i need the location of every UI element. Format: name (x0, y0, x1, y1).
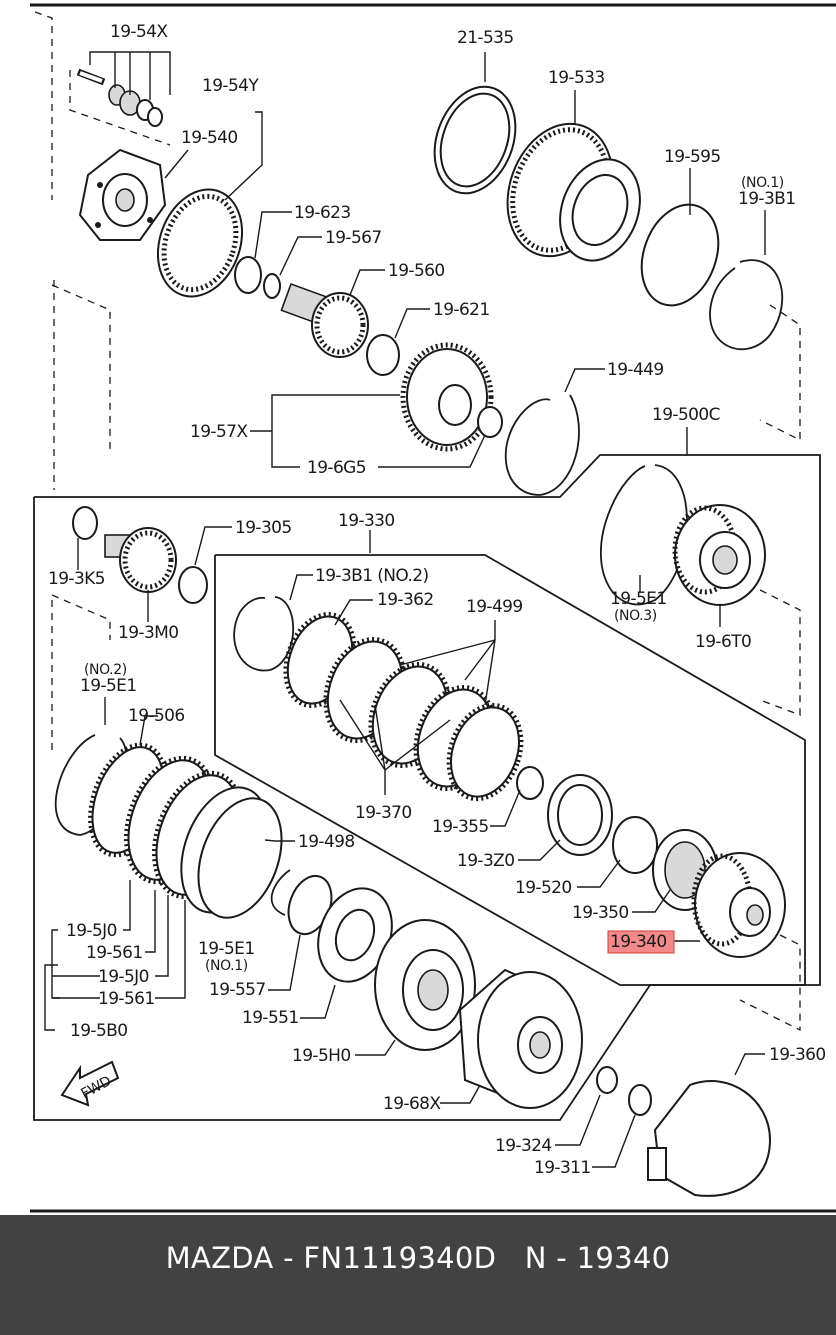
label-19-3B1-top: 19-3B1 (738, 189, 795, 209)
part-19-6T0 (672, 504, 766, 606)
part-labels: 19-54X 19-54Y 19-540 21-535 19-533 19-59… (48, 22, 826, 1178)
part-19-360 (647, 1080, 772, 1197)
label-19-595: 19-595 (664, 147, 721, 167)
part-19-3B1-no2 (233, 596, 295, 672)
part-19-324 (596, 1066, 618, 1094)
part-19-5E1-no1 (270, 869, 291, 916)
label-19-623: 19-623 (294, 203, 351, 223)
label-19-68X: 19-68X (383, 1094, 441, 1114)
label-no1-bottom: (NO.1) (205, 958, 248, 974)
assembly-outline (33, 454, 821, 1121)
label-19-540: 19-540 (181, 128, 238, 148)
part-19-54Y-ring (156, 188, 244, 298)
part-19-355 (516, 766, 544, 800)
label-19-3M0: 19-3M0 (118, 623, 178, 643)
label-19-54Y: 19-54Y (202, 76, 259, 96)
footer-bar: MAZDA - FN1119340D N - 19340 (0, 1215, 836, 1335)
parts-exploded-diagram: 19-54X 19-54Y 19-540 21-535 19-533 19-59… (30, 3, 836, 1213)
label-19-561-b: 19-561 (98, 989, 155, 1009)
label-19-533: 19-533 (548, 68, 605, 88)
fwd-arrow-icon (60, 1060, 120, 1107)
label-19-6G5: 19-6G5 (307, 458, 366, 478)
label-19-350: 19-350 (572, 903, 629, 923)
part-19-6G5 (477, 406, 503, 438)
label-19-54X: 19-54X (110, 22, 168, 42)
label-19-5B0: 19-5B0 (70, 1021, 127, 1041)
label-19-561-a: 19-561 (86, 943, 143, 963)
part-19-520 (612, 816, 658, 874)
label-19-370: 19-370 (355, 803, 412, 823)
label-19-567: 19-567 (325, 228, 382, 248)
label-19-5E1-right: 19-5E1 (610, 589, 667, 609)
part-19-623 (234, 256, 262, 294)
label-19-621: 19-621 (433, 300, 490, 320)
label-19-330: 19-330 (338, 511, 395, 531)
footer-part-number: MAZDA - FN1119340D N - 19340 (165, 1241, 671, 1275)
part-19-57X (400, 342, 494, 452)
part-19-540 (78, 148, 167, 241)
label-no1-top: (NO.1) (741, 175, 784, 191)
label-19-3K5: 19-3K5 (48, 569, 105, 589)
part-19-5E1-no3 (600, 464, 688, 606)
part-21-535 (433, 85, 517, 195)
part-19-533 (506, 122, 641, 262)
label-no3: (NO.3) (614, 608, 657, 624)
label-19-6T0: 19-6T0 (695, 632, 751, 652)
highlight-19-340 (607, 930, 675, 954)
label-19-305: 19-305 (235, 518, 292, 538)
label-19-3B1-no2: 19-3B1 (NO.2) (315, 566, 429, 586)
label-19-498: 19-498 (298, 832, 355, 852)
label-19-57X: 19-57X (190, 422, 248, 442)
part-19-551 (317, 887, 393, 983)
label-19-5J0-b: 19-5J0 (98, 967, 149, 987)
part-19-3Z0 (547, 774, 613, 856)
label-19-499: 19-499 (466, 597, 523, 617)
part-19-362-plates (283, 611, 524, 802)
part-19-3K5 (72, 506, 98, 540)
part-19-3B1-no1 (709, 259, 784, 351)
label-19-5E1-left: 19-5E1 (80, 676, 137, 696)
label-19-3Z0: 19-3Z0 (457, 851, 514, 871)
parts (54, 68, 786, 1197)
label-19-5J0-a: 19-5J0 (66, 921, 117, 941)
part-19-449 (504, 394, 580, 496)
part-19-68X (458, 968, 583, 1109)
label-19-5H0: 19-5H0 (292, 1046, 351, 1066)
part-19-595 (640, 203, 720, 307)
part-19-5H0 (374, 919, 476, 1051)
label-19-324: 19-324 (495, 1136, 552, 1156)
label-19-5E1-no1: 19-5E1 (198, 939, 255, 959)
label-no2-left: (NO.2) (84, 662, 127, 678)
part-19-621 (366, 334, 400, 376)
label-19-557: 19-557 (209, 980, 266, 1000)
label-19-500C: 19-500C (652, 405, 720, 425)
label-19-506: 19-506 (128, 706, 185, 726)
label-19-311: 19-311 (534, 1158, 591, 1178)
label-19-340: 19-340 (610, 932, 667, 952)
part-19-567 (263, 273, 281, 299)
label-19-355: 19-355 (432, 817, 489, 837)
part-19-305 (178, 566, 208, 604)
part-19-560 (280, 282, 369, 358)
part-19-311 (628, 1084, 652, 1116)
label-19-520: 19-520 (515, 878, 572, 898)
part-19-54X (76, 68, 163, 127)
label-19-449: 19-449 (607, 360, 664, 380)
leader-lines (44, 51, 766, 1168)
label-21-535: 21-535 (457, 28, 514, 48)
label-19-560: 19-560 (388, 261, 445, 281)
label-19-362: 19-362 (377, 590, 434, 610)
label-19-551: 19-551 (242, 1008, 299, 1028)
part-19-340 (691, 852, 786, 958)
part-19-498-pack (124, 755, 283, 919)
part-19-3M0 (104, 527, 177, 593)
label-19-360: 19-360 (769, 1045, 826, 1065)
dashed-guides (34, 11, 801, 1032)
